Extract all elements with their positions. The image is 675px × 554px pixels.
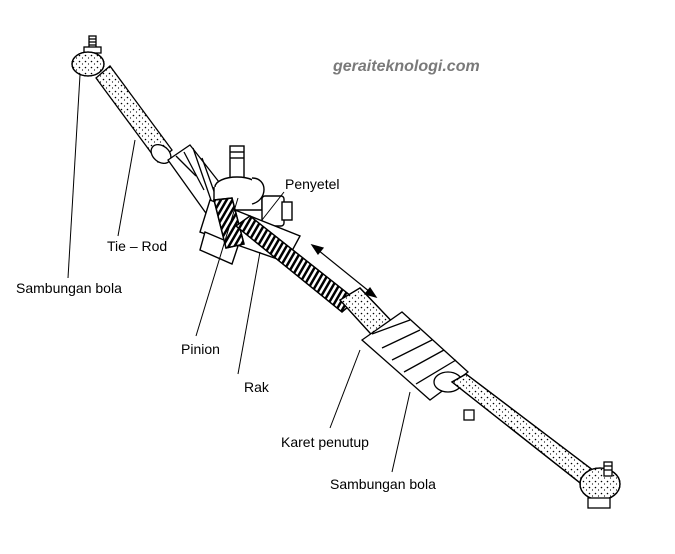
label-rak: Rak <box>244 379 269 395</box>
label-sambungan-bola-right: Sambungan bola <box>330 476 436 492</box>
rack-movement-arrow <box>310 243 378 299</box>
right-tie-rod <box>450 373 600 487</box>
left-tie-rod <box>95 65 173 165</box>
label-penyetel: Penyetel <box>285 176 340 192</box>
leader-lines <box>67 74 411 473</box>
label-sambungan-bola-left: Sambungan bola <box>16 280 122 296</box>
label-karet-penutup: Karet penutup <box>281 434 369 450</box>
right-ball-joint <box>579 461 621 509</box>
label-tie-rod: Tie – Rod <box>107 238 168 254</box>
left-ball-joint <box>71 35 105 77</box>
right-bellows-boot <box>360 311 470 401</box>
watermark-text: geraiteknologi.com <box>333 58 480 75</box>
label-pinion: Pinion <box>181 341 220 357</box>
rack-bar <box>234 215 358 313</box>
